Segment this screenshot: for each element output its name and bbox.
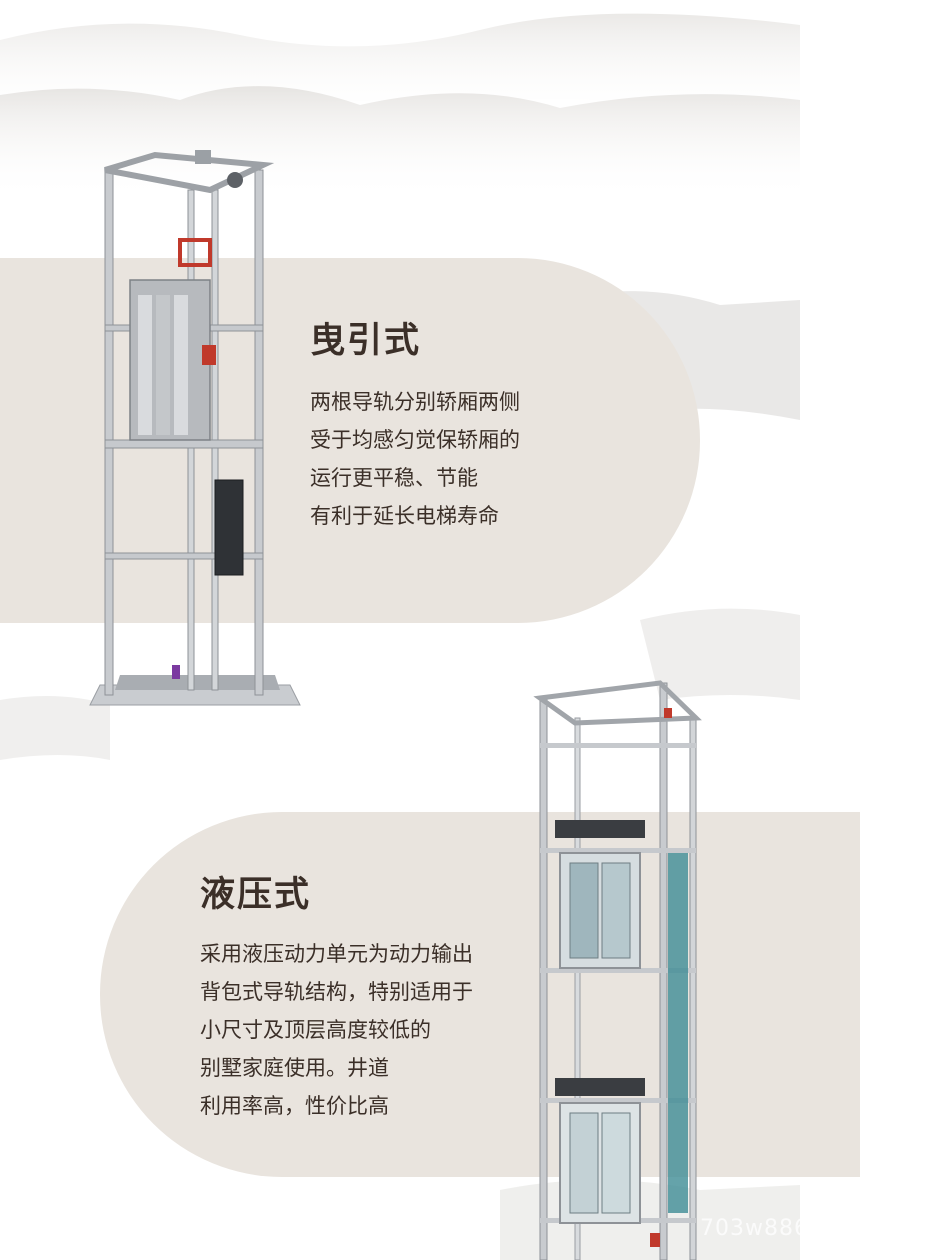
watermark: 703w886.1688.com bbox=[700, 1216, 935, 1241]
description-line: 小尺寸及顶层高度较低的 bbox=[200, 1018, 431, 1042]
description-line: 背包式导轨结构，特别适用于 bbox=[200, 980, 473, 1004]
hydraulic-panel bbox=[100, 812, 860, 1177]
hydraulic-elevator-illustration bbox=[533, 680, 702, 1260]
product-feature-page: 曳引式 两根导轨分别轿厢两侧 受于均感匀觉保轿厢的 运行更平稳、节能 有利于延长… bbox=[0, 13, 860, 1260]
description-line: 有利于延长电梯寿命 bbox=[310, 504, 499, 528]
description-line: 采用液压动力单元为动力输出 bbox=[200, 942, 473, 966]
section-title: 曳引式 bbox=[310, 320, 422, 361]
description-line: 运行更平稳、节能 bbox=[310, 466, 478, 490]
description-line: 别墅家庭使用。井道 bbox=[200, 1056, 389, 1080]
description-line: 两根导轨分别轿厢两侧 bbox=[310, 390, 520, 414]
description-line: 利用率高，性价比高 bbox=[200, 1094, 389, 1118]
section-description: 采用液压动力单元为动力输出 背包式导轨结构，特别适用于 小尺寸及顶层高度较低的 … bbox=[200, 935, 473, 1125]
traction-elevator-illustration bbox=[89, 150, 301, 706]
section-title: 液压式 bbox=[200, 874, 312, 915]
description-line: 受于均感匀觉保轿厢的 bbox=[310, 428, 520, 452]
section-description: 两根导轨分别轿厢两侧 受于均感匀觉保轿厢的 运行更平稳、节能 有利于延长电梯寿命 bbox=[310, 383, 520, 535]
